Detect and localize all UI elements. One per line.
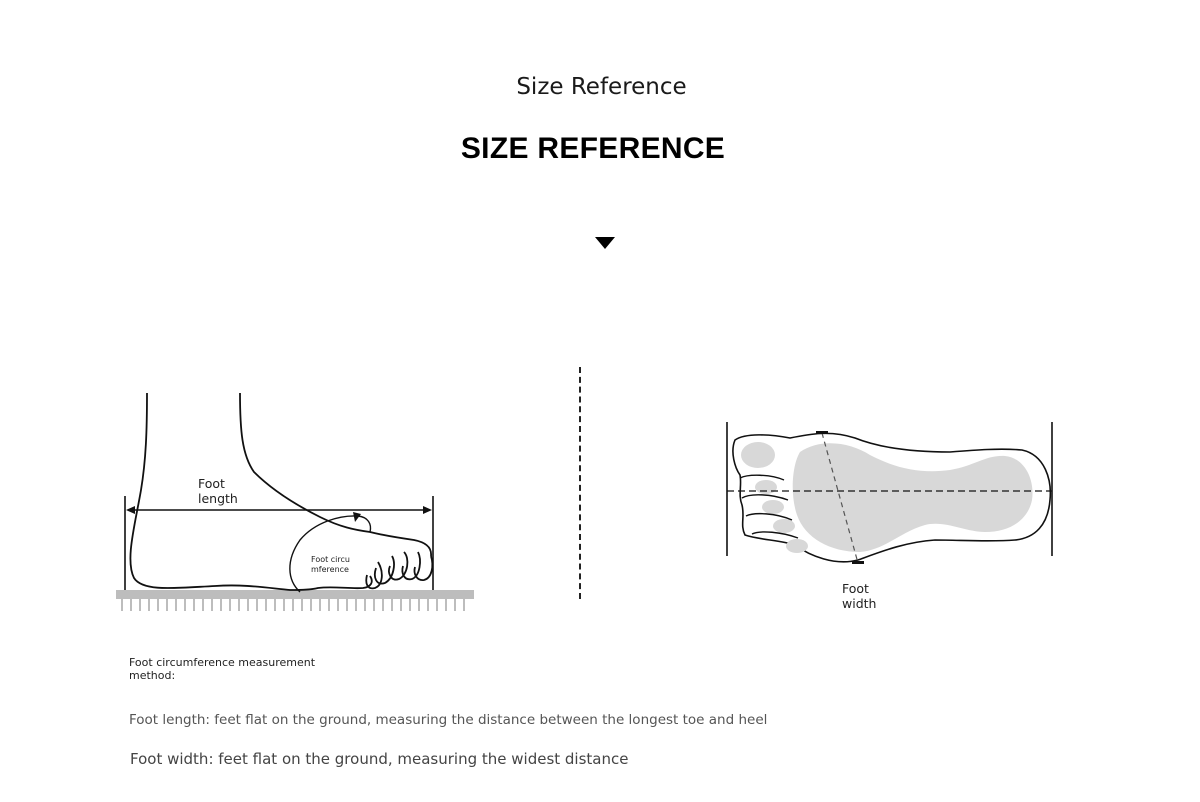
foot-circumference-label-line2: mference: [311, 565, 349, 574]
foot-width-label-line1: Foot: [842, 581, 869, 596]
foot-width-label: Foot width: [842, 581, 876, 611]
foot-length-label: Foot length: [198, 476, 238, 506]
foot-circumference-label-line1: Foot circu: [311, 555, 350, 564]
ground-bar: [116, 590, 474, 599]
footprint-shape: [792, 443, 1033, 552]
circumference-loop: [289, 515, 372, 593]
front-leg-line: [239, 392, 432, 557]
foot-length-note: Foot length: feet flat on the ground, me…: [129, 712, 768, 728]
measurement-method-title: Foot circumference measurement method:: [129, 656, 316, 682]
page-title: SIZE REFERENCE: [460, 132, 726, 165]
page-subtitle: Size Reference: [516, 74, 687, 100]
toe-outlines: [739, 474, 799, 539]
diagram-divider: [579, 367, 581, 599]
ground-ticks: [121, 599, 465, 611]
down-arrow-icon: [595, 237, 615, 249]
foot-length-label-line1: Foot: [198, 476, 225, 491]
foot-length-label-line2: length: [198, 491, 238, 506]
foot-circumference-label: Foot circu mference: [311, 555, 350, 575]
side-foot-outline: [129, 392, 373, 591]
foot-width-axis: [821, 432, 859, 564]
foot-width-note: Foot width: feet flat on the ground, mea…: [130, 750, 629, 768]
circumference-arrowhead: [353, 512, 361, 522]
foot-width-label-line2: width: [842, 596, 877, 611]
